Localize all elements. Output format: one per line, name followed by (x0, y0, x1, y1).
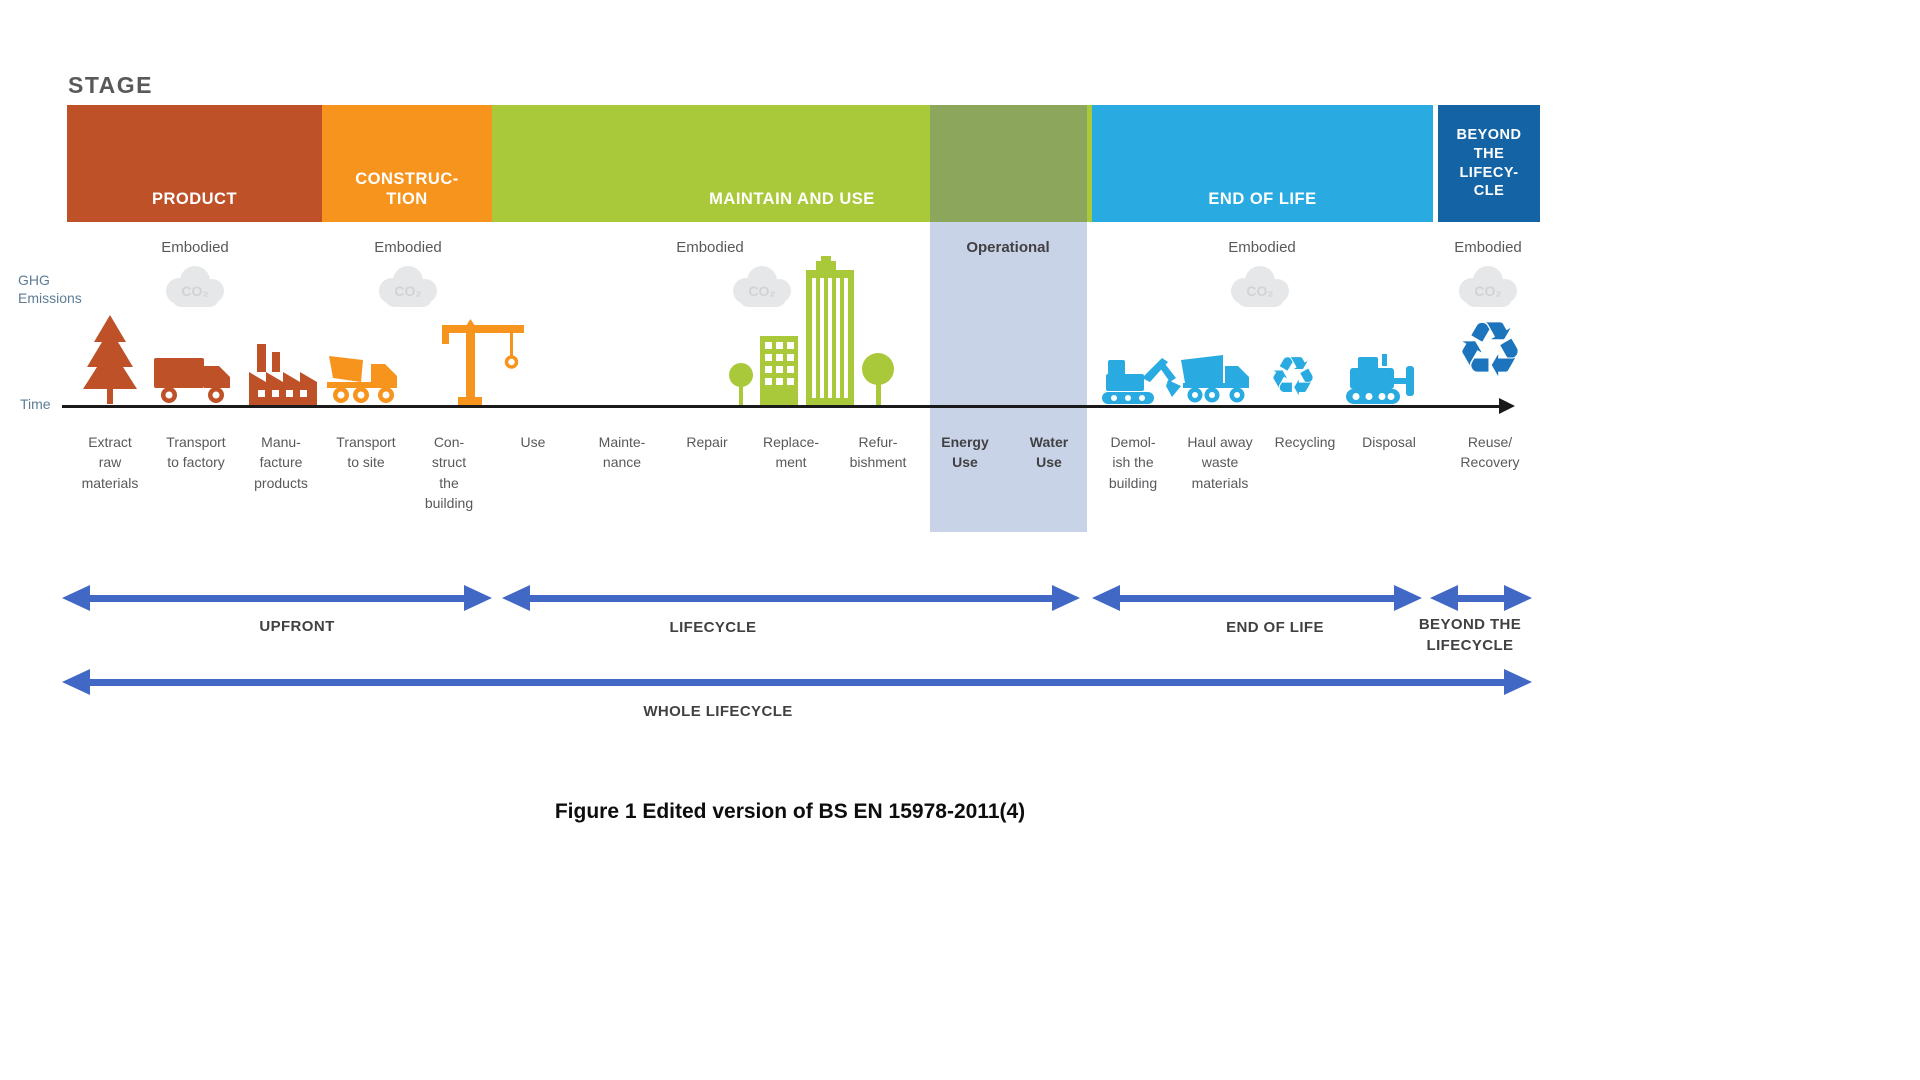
tree-icon (79, 314, 141, 404)
arrow-bar (1458, 594, 1504, 602)
activity-haul-away-waste-materials: Haul away waste materials (1187, 434, 1253, 491)
end-of-life-phase-arrow (1092, 585, 1422, 611)
arrow-bar (1120, 594, 1394, 602)
co2-cloud-icon: CO₂ (726, 264, 798, 312)
arrowhead-left (502, 585, 530, 611)
stage-band-end-of-life: END OF LIFE (1092, 105, 1433, 222)
activity-use: Use (520, 434, 546, 450)
activity-water-use: Water Use (1029, 434, 1069, 471)
time-axis-arrowhead (1499, 398, 1515, 414)
stage-heading: STAGE (68, 72, 154, 98)
emission-type-end-of-life: Embodied (1228, 239, 1296, 256)
stage-band-construction: CONSTRUC- TION (322, 105, 492, 222)
activity-replacement: Replace- ment (762, 434, 820, 471)
co2-label: CO₂ (748, 283, 776, 299)
phase-label-whole-lifecycle: WHOLE LIFECYCLE (643, 703, 793, 720)
co2-cloud-icon: CO₂ (372, 264, 444, 312)
activity-manufacture-products: Manu- facture products (254, 434, 308, 491)
excavator-icon (1098, 348, 1182, 405)
activity-extract-raw-materials: Extract raw materials (81, 434, 139, 491)
operational-band-segment (930, 105, 1087, 222)
co2-cloud-icon: CO₂ (159, 264, 231, 312)
stage-label-beyond-lifecycle: BEYOND THE LIFECY- CLE (1456, 126, 1522, 200)
stage-band-beyond-lifecycle: BEYOND THE LIFECY- CLE (1438, 105, 1540, 222)
arrowhead-left (1092, 585, 1120, 611)
activity-construct-the-building: Con- struct the building (424, 434, 474, 511)
upfront-phase-arrow (62, 585, 492, 611)
arrowhead-right (1504, 585, 1532, 611)
arrowhead-right (1052, 585, 1080, 611)
arrowhead-right (1504, 669, 1532, 695)
co2-cloud-icon: CO₂ (1224, 264, 1296, 312)
time-axis-line (62, 405, 1500, 408)
arrowhead-right (464, 585, 492, 611)
activity-refurbishment: Refur- bishment (849, 434, 907, 471)
recycling-icon: ♻ (1268, 345, 1318, 408)
bulldozer-icon (1338, 352, 1424, 405)
activity-transport-to-site: Transport to site (336, 434, 396, 471)
operational-overlay (930, 222, 1087, 532)
stage-label-end-of-life: END OF LIFE (1208, 190, 1317, 209)
dump-truck-icon (1179, 352, 1257, 405)
arrowhead-left (62, 669, 90, 695)
activity-transport-to-factory: Transport to factory (166, 434, 226, 471)
co2-label: CO₂ (394, 283, 422, 299)
activity-recycling: Recycling (1274, 434, 1336, 450)
emission-type-maintain: Embodied (676, 239, 744, 256)
truck-icon (154, 352, 236, 405)
activity-repair: Repair (686, 434, 728, 450)
stage-label-construction: CONSTRUC- TION (355, 169, 459, 209)
co2-cloud-icon: CO₂ (1452, 264, 1524, 312)
reuse-recycling-icon: ♻ (1455, 305, 1525, 394)
phase-label-upfront: UPFRONT (259, 618, 335, 635)
emission-type-product: Embodied (161, 239, 229, 256)
time-axis-label: Time (20, 396, 51, 412)
phase-label-end-of-life: END OF LIFE (1226, 619, 1324, 636)
emission-type-construction: Embodied (374, 239, 442, 256)
factory-icon (249, 344, 317, 405)
arrowhead-right (1394, 585, 1422, 611)
stage-label-maintain-and-use: MAINTAIN AND USE (709, 190, 875, 209)
mixer-truck-icon (325, 348, 407, 405)
phase-label-beyond-lifecycle: BEYOND THE LIFECYCLE (1418, 616, 1522, 654)
co2-label: CO₂ (181, 283, 209, 299)
stage-band-product: PRODUCT (67, 105, 322, 222)
arrowhead-left (1430, 585, 1458, 611)
arrow-bar (90, 594, 464, 602)
emission-type-operational: Operational (966, 239, 1050, 256)
crane-icon (436, 317, 528, 405)
activity-disposal: Disposal (1362, 434, 1416, 450)
co2-label: CO₂ (1474, 283, 1502, 299)
co2-label: CO₂ (1246, 283, 1274, 299)
lifecycle-phase-arrow (502, 585, 1080, 611)
ghg-emissions-axis-label: GHG Emissions (18, 272, 82, 307)
activity-demolish-the-building: Demol- ish the building (1108, 434, 1158, 491)
arrow-bar (90, 678, 1504, 686)
stage-label-product: PRODUCT (151, 190, 238, 209)
arrow-bar (530, 594, 1052, 602)
phase-label-lifecycle: LIFECYCLE (669, 619, 757, 636)
city-buildings-icon (728, 256, 900, 405)
figure-caption: Figure 1 Edited version of BS EN 15978-2… (554, 800, 1026, 823)
activity-reuse-recovery: Reuse/ Recovery (1460, 434, 1520, 471)
beyond-lifecycle-phase-arrow (1430, 585, 1532, 611)
whole-lifecycle-arrow (62, 669, 1532, 695)
activity-energy-use: Energy Use (941, 434, 989, 471)
activity-maintenance: Mainte- nance (598, 434, 646, 471)
emission-type-beyond: Embodied (1454, 239, 1522, 256)
arrowhead-left (62, 585, 90, 611)
